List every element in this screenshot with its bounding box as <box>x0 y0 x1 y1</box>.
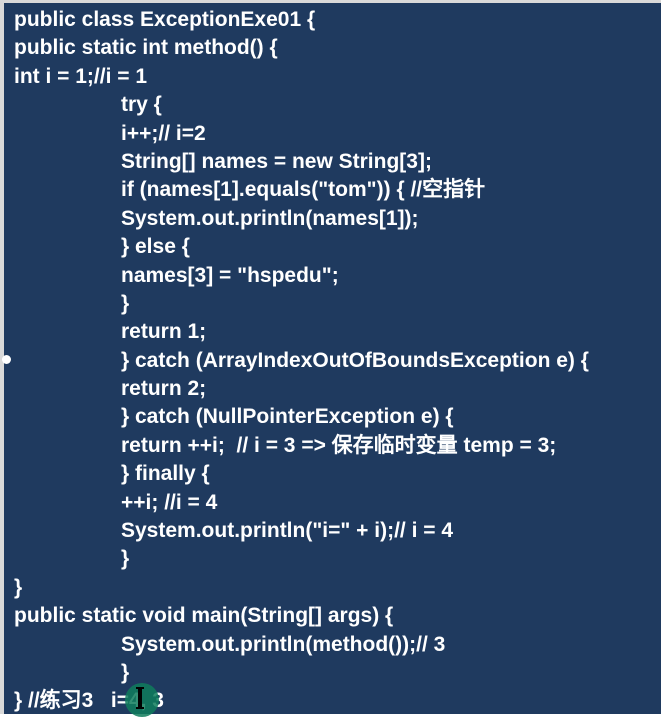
code-line: } <box>121 291 130 315</box>
code-line: ++i; //i = 4 <box>121 490 218 514</box>
code-line: return 1; <box>121 320 207 344</box>
code-line: } <box>121 547 130 571</box>
code-block: public class ExceptionExe01 { public sta… <box>14 6 661 716</box>
code-line: public static void main(String[] args) { <box>14 604 394 628</box>
code-line: public class ExceptionExe01 { <box>14 8 316 31</box>
code-line: System.out.println(method());// 3 <box>121 632 446 656</box>
code-line: } <box>121 660 130 684</box>
code-line: } finally { <box>121 462 210 486</box>
code-line: return ++i; // i = 3 => 保存临时变量 temp = 3; <box>121 433 557 457</box>
text-cursor-icon <box>136 687 144 709</box>
code-line: public static int method() { <box>14 36 278 60</box>
code-line-last: } //练习3 i=4, 3 <box>14 689 164 713</box>
code-line: } catch (ArrayIndexOutOfBoundsException … <box>121 348 589 372</box>
code-line: i++;// i=2 <box>121 121 206 145</box>
code-line: System.out.println(names[1]); <box>121 206 419 230</box>
pointer-dot <box>2 355 11 364</box>
code-line: } catch (NullPointerException e) { <box>121 405 454 429</box>
code-line: if (names[1].equals("tom")) { //空指针 <box>121 178 486 202</box>
code-line: names[3] = "hspedu"; <box>121 263 339 287</box>
code-line: System.out.println("i=" + i);// i = 4 <box>121 519 454 543</box>
code-line: } else { <box>121 235 190 259</box>
code-line: } <box>14 575 23 599</box>
code-line: try { <box>121 93 162 117</box>
code-line: int i = 1;//i = 1 <box>14 64 148 88</box>
code-line: return 2; <box>121 377 207 401</box>
code-line: String[] names = new String[3]; <box>121 149 432 173</box>
